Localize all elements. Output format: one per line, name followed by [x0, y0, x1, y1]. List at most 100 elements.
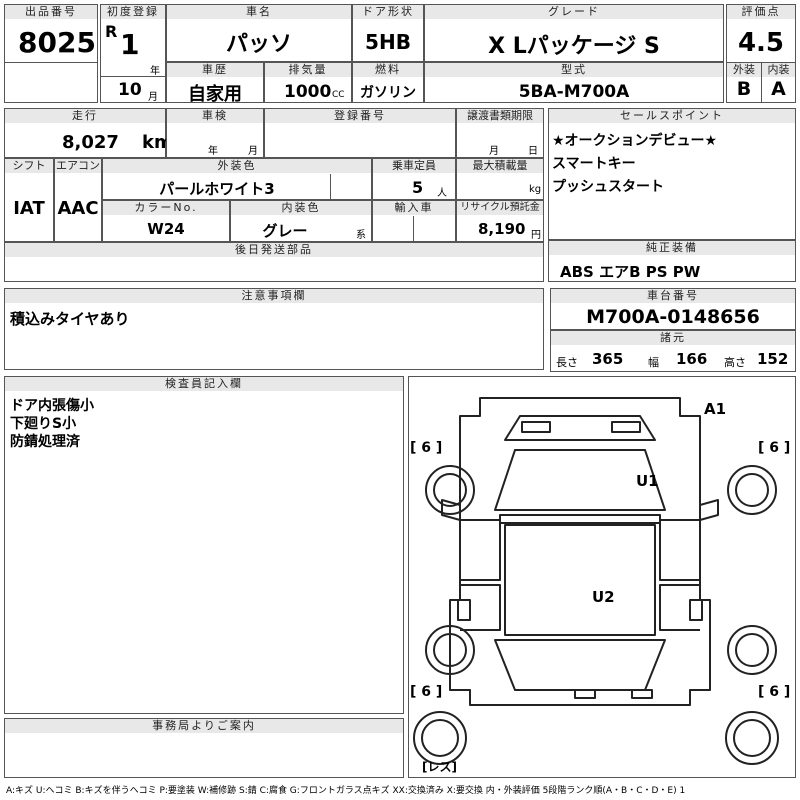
lot-label: 出品番号 — [5, 5, 97, 19]
era: R — [105, 22, 118, 41]
grade: X Lパッケージ S — [488, 34, 660, 59]
lot-cell — [4, 4, 98, 103]
recycle-unit: 円 — [531, 230, 541, 241]
damage-u1: U1 — [636, 472, 659, 490]
model-code: 5BA-M700A — [518, 82, 630, 102]
damage-a1: A1 — [704, 400, 727, 418]
history-label: 車歴 — [167, 63, 263, 77]
shift: IAT — [13, 198, 45, 219]
inspector-line: 下廻りS小 — [10, 416, 77, 432]
int-color: グレー — [262, 222, 308, 240]
car-name-label: 車名 — [167, 5, 351, 19]
reg-month: 10 — [118, 80, 142, 100]
mileage-unit: km — [142, 132, 173, 153]
specs-label: 諸元 — [551, 331, 795, 345]
notes: 積込みタイヤあり — [10, 310, 130, 328]
sales-line: スマートキー — [552, 156, 636, 172]
inspector-cell — [4, 376, 404, 714]
tire-rear-left: [ 6 ] — [410, 684, 443, 700]
height-label: 高さ — [724, 356, 746, 369]
recycle: 8,190 — [478, 220, 526, 238]
color-no: W24 — [147, 220, 185, 238]
reg-year: 1 — [120, 28, 140, 61]
first-reg-label: 初度登録 — [101, 5, 165, 19]
first-reg-cell — [100, 4, 166, 103]
mileage-label: 走行 — [5, 109, 165, 123]
office-label: 事務局よりご案内 — [5, 719, 403, 733]
int-color-unit: 系 — [356, 230, 366, 241]
height: 152 — [757, 350, 789, 368]
length: 365 — [592, 350, 624, 368]
divider — [413, 216, 414, 241]
width: 166 — [676, 350, 708, 368]
transfer-label: 譲渡書類期限 — [457, 109, 543, 123]
inspector-label: 検査員記入欄 — [5, 377, 403, 391]
spare-tire: [レス] — [422, 760, 457, 774]
int-color-label: 内装色 — [231, 201, 371, 215]
year-unit: 年 — [150, 66, 160, 77]
sales-point-cell — [548, 108, 796, 240]
color: パールホワイト3 — [159, 180, 275, 198]
capacity-label: 乗車定員 — [373, 159, 455, 173]
tire-front-right: [ 6 ] — [758, 440, 791, 456]
divider — [5, 62, 97, 63]
score-label: 評価点 — [727, 5, 795, 19]
tire-front-left: [ 6 ] — [410, 440, 443, 456]
month-unit: 月 — [148, 92, 158, 103]
lot-number: 8025 — [18, 26, 96, 59]
load-label: 最大積載量 — [457, 159, 543, 173]
door-type: 5HB — [365, 30, 411, 54]
ac: AAC — [57, 198, 99, 219]
load-unit: kg — [529, 184, 542, 195]
door-label: ドア形状 — [353, 5, 423, 19]
later-parts-label: 後日発送部品 — [5, 243, 543, 257]
int-label: 内装 — [762, 63, 795, 77]
car-name: パッソ — [225, 32, 292, 57]
sales-point-label: セールスポイント — [549, 109, 795, 123]
history: 自家用 — [188, 84, 242, 105]
equipment-label: 純正装備 — [549, 241, 795, 255]
equipment: ABS エアB PS PW — [560, 263, 701, 281]
shift-label: シフト — [5, 159, 53, 173]
chassis-number: M700A-0148656 — [586, 306, 760, 328]
insp-month-unit: 月 — [248, 146, 258, 157]
length-label: 長さ — [556, 356, 578, 369]
inspector-line: 防錆処理済 — [10, 434, 80, 450]
grade-label: グレード — [425, 5, 723, 19]
ext-label: 外装 — [727, 63, 761, 77]
car-diagram — [408, 376, 796, 778]
width-label: 幅 — [648, 356, 659, 369]
plate-label: 登録番号 — [265, 109, 455, 123]
capacity-unit: 人 — [437, 188, 447, 199]
divider — [761, 63, 762, 102]
tire-rear-right: [ 6 ] — [758, 684, 791, 700]
divider — [727, 62, 795, 63]
int-grade: A — [771, 78, 786, 100]
color-label: 外装色 — [103, 159, 371, 173]
damage-u2: U2 — [592, 588, 615, 606]
displacement: 1000 — [284, 82, 332, 102]
import-label: 輸入車 — [373, 201, 455, 215]
transfer-month-unit: 月 — [489, 146, 499, 157]
model-label: 型式 — [425, 63, 723, 77]
insp-year-unit: 年 — [208, 146, 218, 157]
fuel-label: 燃料 — [353, 63, 423, 77]
mileage: 8,027 — [62, 132, 119, 153]
color-no-label: カラーNo. — [103, 201, 229, 215]
sales-line: プッシュスタート — [552, 179, 664, 195]
chassis-label: 車台番号 — [551, 289, 795, 303]
sales-line: ★オークションデビュー★ — [552, 133, 718, 149]
notes-label: 注意事項欄 — [5, 289, 543, 303]
inspection-label: 車検 — [167, 109, 263, 123]
recycle-label: リサイクル預託金 — [457, 201, 543, 215]
legend: A:キズ U:ヘコミ B:キズを伴うヘコミ P:要塗装 W:補修跡 S:錆 C:… — [6, 786, 686, 796]
capacity: 5 — [412, 178, 424, 197]
fuel: ガソリン — [360, 85, 416, 101]
score: 4.5 — [737, 28, 785, 58]
inspector-line: ドア内張傷小 — [10, 398, 94, 414]
divider — [101, 76, 165, 77]
displacement-label: 排気量 — [265, 63, 351, 77]
transfer-day-unit: 日 — [528, 146, 538, 157]
ac-label: エアコン — [55, 159, 101, 173]
